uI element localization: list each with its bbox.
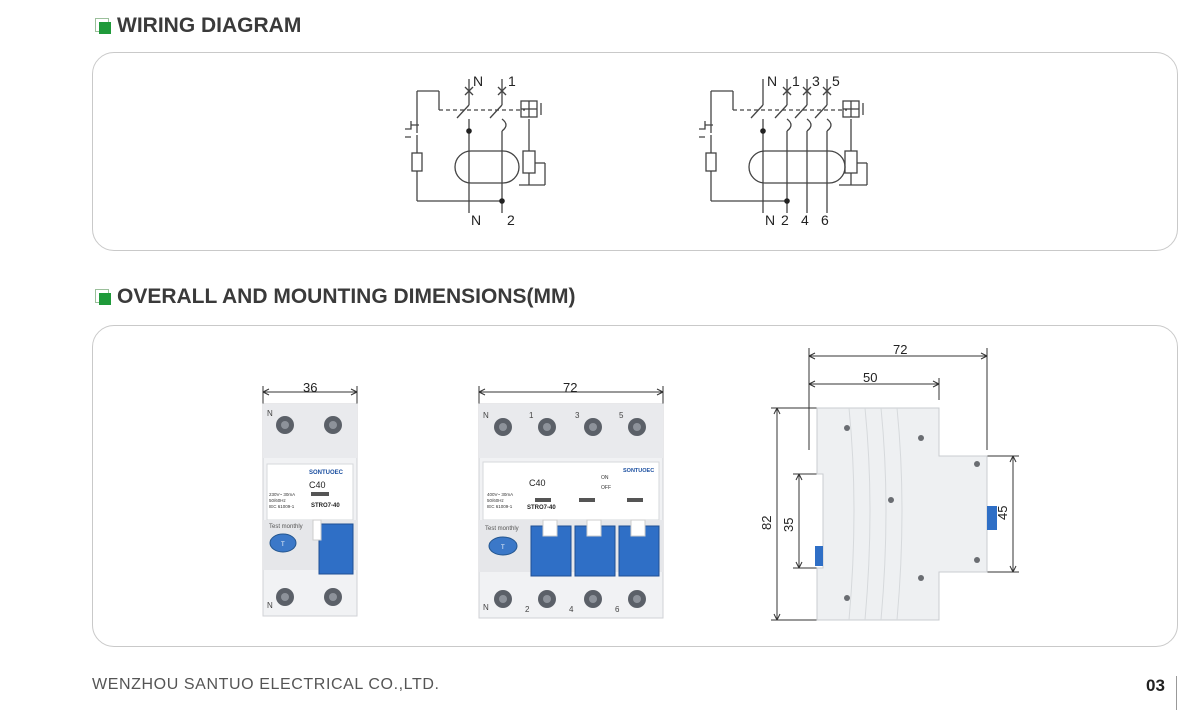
off-label: OFF [601, 485, 611, 491]
spec-text: 50/60Hz [487, 498, 505, 503]
rating-label: C40 [529, 478, 546, 488]
dim-total-depth: 72 [893, 342, 907, 357]
wiring-4p-top-label: 1 [792, 73, 800, 89]
terminal-label: 3 [575, 411, 580, 420]
test-monthly-label: Test monthly [485, 526, 519, 532]
brand-label: SONTUOEC [309, 470, 344, 476]
device-2p-front-view: 36 N SONTUOEC C40 230V~ 30mA 50/60Hz IEC… [262, 380, 358, 617]
wiring-4p-bottom-label: 4 [801, 212, 809, 228]
section-title-wiring: WIRING DIAGRAM [95, 14, 301, 38]
wiring-2p-bottom-label: N [471, 212, 481, 228]
dimensions-panel: 36 N SONTUOEC C40 230V~ 30mA 50/60Hz IEC… [92, 325, 1178, 647]
footer-company: WENZHOU SANTUO ELECTRICAL CO.,LTD. [92, 676, 440, 693]
wiring-4p-bottom-label: 6 [821, 212, 829, 228]
dim-height: 82 [759, 516, 774, 530]
section-title-text: WIRING DIAGRAM [117, 14, 302, 37]
wiring-2p-top-label: 1 [508, 73, 516, 89]
brand-label: SONTUOEC [623, 468, 654, 474]
section-bullet-icon [95, 289, 111, 305]
terminal-label: 2 [525, 605, 530, 614]
page-divider [1176, 676, 1177, 710]
wiring-panel: N 1 N 2 [92, 52, 1178, 251]
section-title-dimensions: OVERALL AND MOUNTING DIMENSIONS(MM) [95, 285, 575, 309]
test-button-label: T [501, 545, 505, 551]
wiring-4p-bottom-label: N [765, 212, 775, 228]
terminal-label: N [483, 603, 489, 612]
wiring-4p-top-label: N [767, 73, 777, 89]
side-view-dimensions: 72 50 82 35 45 [759, 342, 1019, 621]
dim-width-4p: 72 [563, 380, 577, 395]
spec-text: IEC 61009-1 [487, 504, 513, 509]
section-bullet-icon [95, 18, 111, 34]
section-title-text: OVERALL AND MOUNTING DIMENSIONS(MM) [117, 285, 576, 308]
dim-rail: 35 [781, 518, 796, 532]
terminal-label: N [267, 409, 273, 418]
terminal-label: N [267, 601, 273, 610]
spec-text: 230V~ 30mA [269, 492, 295, 497]
terminal-label: 5 [619, 411, 624, 420]
wiring-diagram-2p: N 1 N 2 [405, 73, 546, 228]
terminal-label: 4 [569, 605, 574, 614]
wiring-diagram-4p: N 1 3 5 N 2 4 6 [699, 73, 868, 228]
test-monthly-label: Test monthly [269, 524, 303, 530]
spec-text: IEC 61009-1 [269, 504, 295, 509]
wiring-4p-bottom-label: 2 [781, 212, 789, 228]
dim-width-2p: 36 [303, 380, 317, 395]
rating-label: C40 [309, 480, 326, 490]
page-number: 03 [1146, 676, 1165, 695]
terminal-label: 6 [615, 605, 620, 614]
terminal-label: 1 [529, 411, 534, 420]
model-label: STRO7-40 [527, 505, 556, 511]
device-4p-front-view: 72 N 1 3 5 SONTUOEC C40 400V~ 30mA 50/60… [478, 380, 664, 619]
terminal-label: N [483, 411, 489, 420]
dim-face: 45 [995, 506, 1010, 520]
spec-text: 400V~ 30mA [487, 492, 513, 497]
test-button-label: T [281, 542, 285, 548]
dim-mid-depth: 50 [863, 370, 877, 385]
wiring-4p-top-label: 3 [812, 73, 820, 89]
spec-text: 50/60Hz [269, 498, 287, 503]
wiring-4p-top-label: 5 [832, 73, 840, 89]
wiring-2p-top-label: N [473, 73, 483, 89]
on-label: ON [601, 475, 609, 481]
wiring-2p-bottom-label: 2 [507, 212, 515, 228]
model-label: STRO7-40 [311, 503, 340, 509]
